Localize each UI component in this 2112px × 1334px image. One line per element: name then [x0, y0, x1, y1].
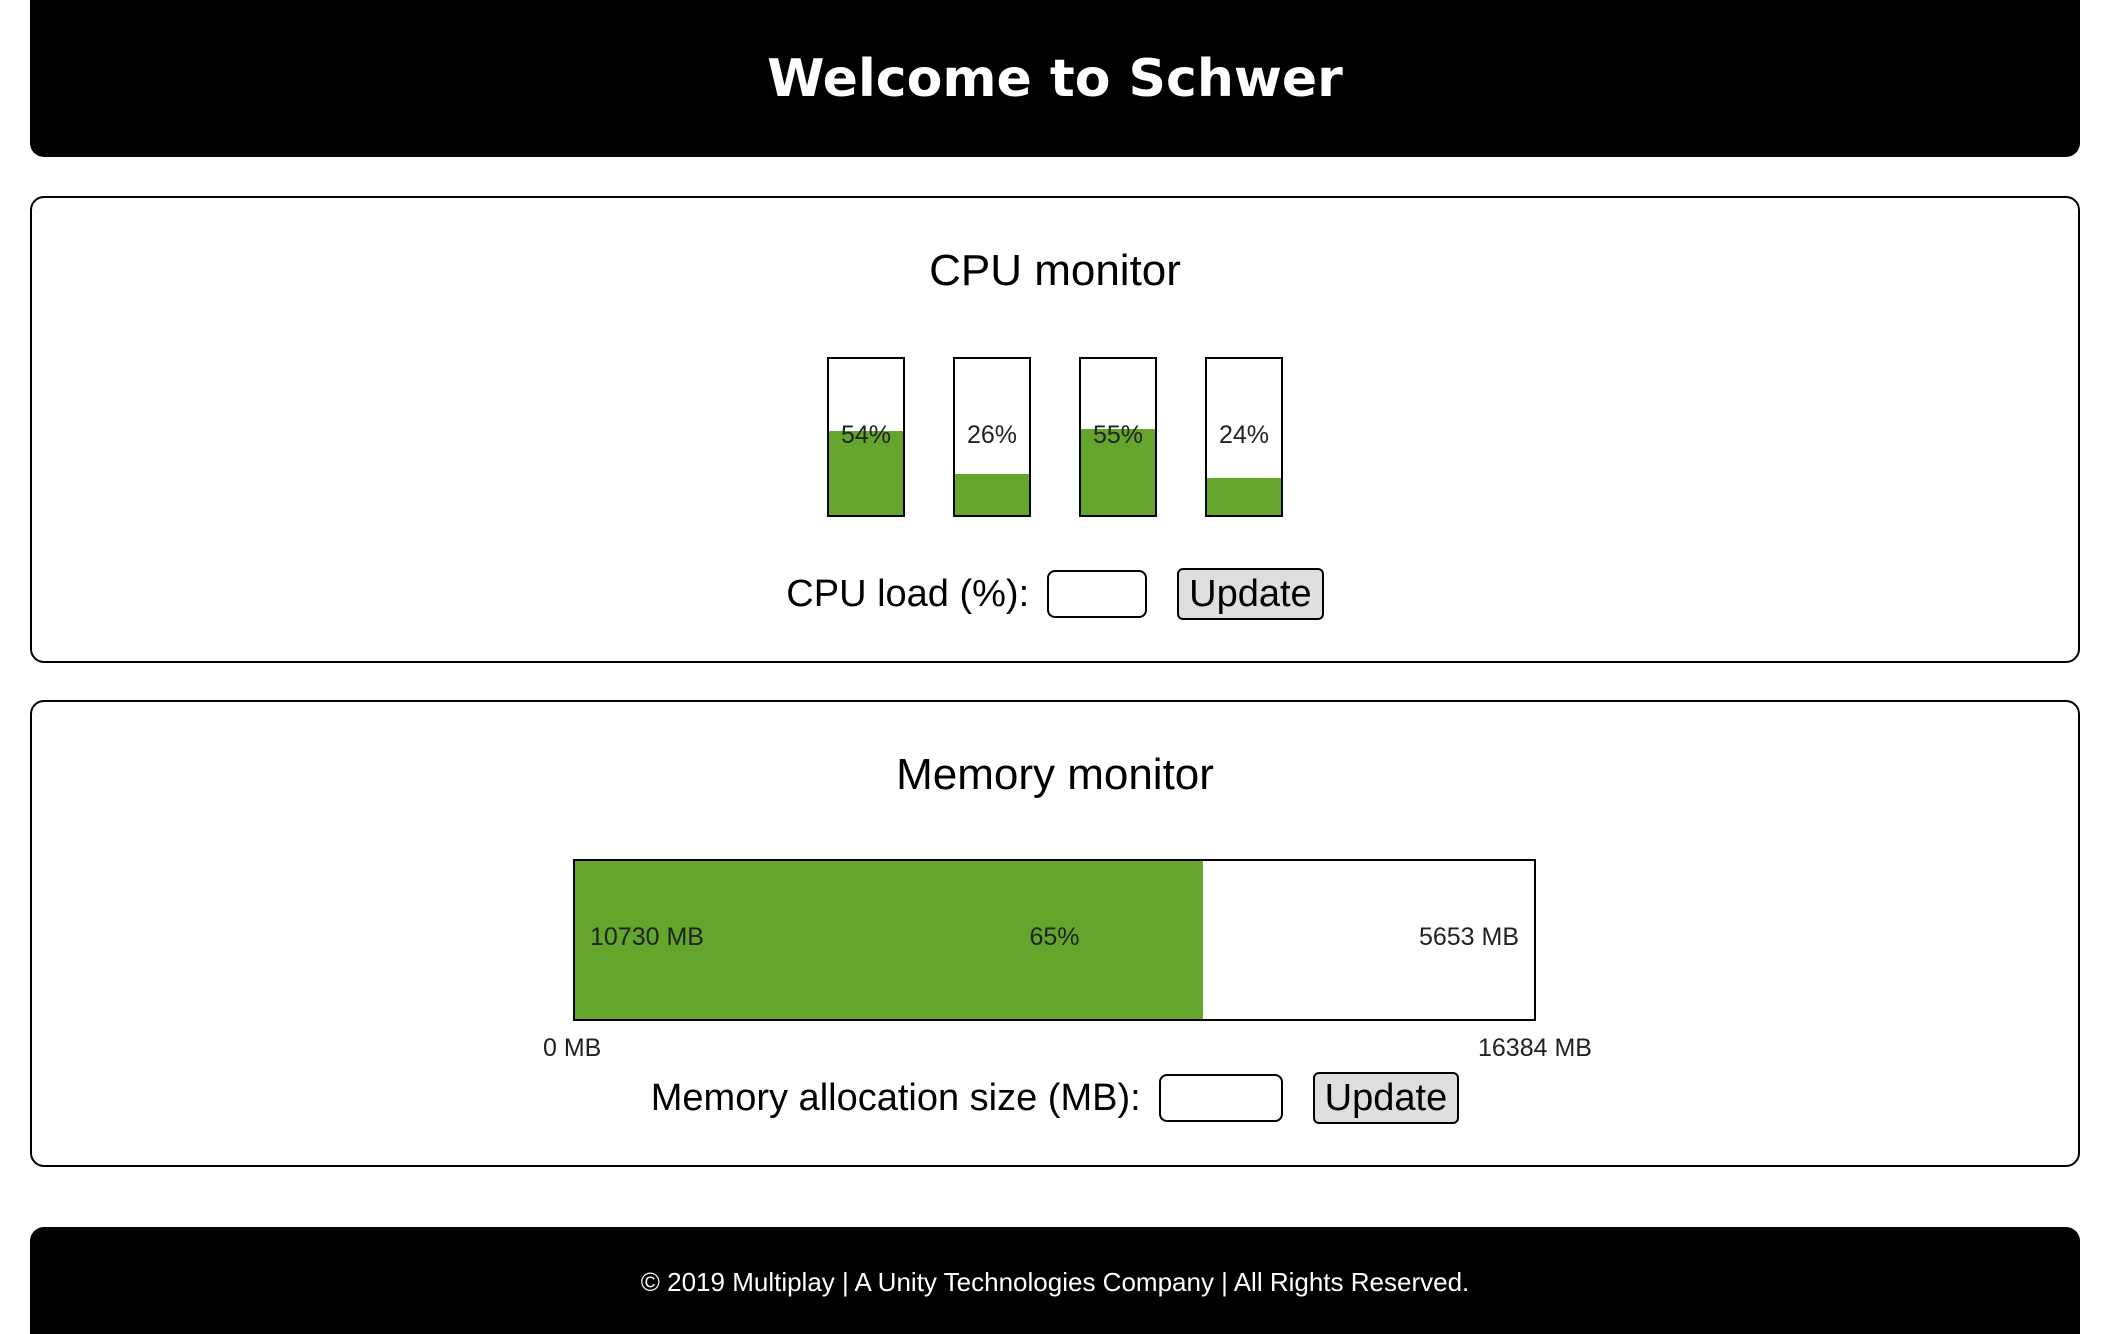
memory-free-label: 5653 MB [1418, 923, 1519, 951]
memory-monitor-title: Memory monitor [896, 750, 1214, 799]
site-footer: © 2019 Multiplay | A Unity Technologies … [30, 1227, 2080, 1334]
memory-monitor-panel: Memory monitor 10730 MB 65% 5653 MB 0 MB… [30, 700, 2080, 1167]
cpu-load-label: CPU load (%): [786, 572, 1030, 615]
cpu-core-label-2: 26% [966, 421, 1018, 449]
memory-used-label: 10730 MB [590, 923, 704, 951]
cpu-core-bar-1: 54% [827, 357, 905, 517]
cpu-core-fill-4 [1207, 477, 1281, 515]
cpu-load-control: CPU load (%): Update [32, 568, 2078, 620]
memory-update-button[interactable]: Update [1312, 1072, 1460, 1124]
cpu-core-bar-3: 55% [1079, 357, 1157, 517]
memory-allocation-input[interactable] [1158, 1074, 1283, 1122]
memory-min-label: 0 MB [543, 1034, 602, 1062]
cpu-core-fill-3 [1081, 429, 1155, 515]
memory-allocation-control: Memory allocation size (MB): Update [32, 1072, 2078, 1124]
cpu-monitor-title: CPU monitor [929, 246, 1181, 295]
memory-usage-fill [575, 861, 1204, 1019]
site-header: Welcome to Schwer [30, 0, 2080, 157]
memory-allocation-label: Memory allocation size (MB): [650, 1076, 1141, 1119]
memory-usage-bar: 10730 MB 65% 5653 MB [573, 859, 1536, 1021]
memory-percent-label: 65% [1029, 923, 1080, 951]
cpu-core-label-4: 24% [1218, 421, 1270, 449]
memory-max-label: 16384 MB [1478, 1034, 1592, 1062]
cpu-core-label-1: 54% [840, 421, 892, 449]
cpu-core-fill-2 [955, 474, 1029, 515]
cpu-core-bars: 54% 26% 55% 24% [32, 357, 2078, 517]
cpu-load-input[interactable] [1047, 570, 1148, 618]
cpu-update-button[interactable]: Update [1177, 568, 1324, 620]
page-title: Welcome to Schwer [767, 48, 1343, 109]
cpu-monitor-panel: CPU monitor 54% 26% 55% 24% CPU load (%)… [30, 196, 2080, 663]
cpu-core-bar-2: 26% [953, 357, 1031, 517]
cpu-core-bar-4: 24% [1205, 357, 1283, 517]
footer-copyright: © 2019 Multiplay | A Unity Technologies … [640, 1267, 1470, 1297]
cpu-core-label-3: 55% [1092, 421, 1144, 449]
cpu-core-fill-1 [829, 430, 903, 515]
